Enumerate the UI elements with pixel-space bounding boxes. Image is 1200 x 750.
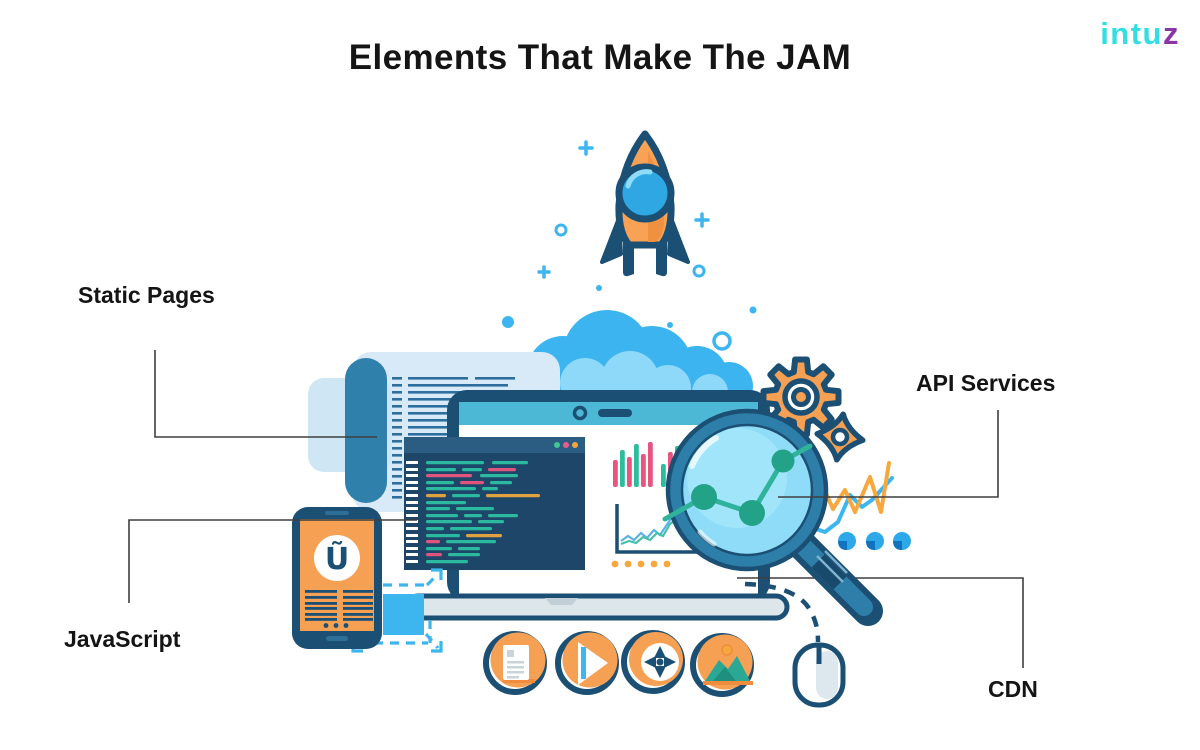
code-lines xyxy=(426,461,540,564)
rocket-icon xyxy=(600,130,690,277)
label-static-pages: Static Pages xyxy=(78,282,215,308)
label-api-services: API Services xyxy=(916,370,1056,396)
label-javascript: JavaScript xyxy=(64,626,181,652)
mouse-icon xyxy=(744,581,846,708)
page-title: Elements That Make The JAM xyxy=(348,38,852,77)
brand-logo-main: intu xyxy=(1100,16,1163,51)
smartphone-icon: Ũ xyxy=(292,507,382,649)
magnifier-chart-icon xyxy=(662,408,883,626)
spinner-icon xyxy=(621,630,685,694)
connector-static-pages xyxy=(154,350,377,438)
gear-icon-large xyxy=(760,356,842,438)
connector-javascript xyxy=(128,519,417,603)
dot-row-decoration xyxy=(611,560,671,568)
image-icon xyxy=(690,633,754,697)
label-cdn: CDN xyxy=(988,676,1038,702)
pie-dots-icon xyxy=(838,532,911,550)
play-icon xyxy=(555,631,619,695)
connector-cdn xyxy=(737,577,1024,668)
phone-text-lines xyxy=(305,590,373,628)
laptop-base xyxy=(404,593,790,621)
brand-logo-accent: z xyxy=(1163,16,1180,51)
code-gutter xyxy=(406,461,418,563)
code-editor-icon xyxy=(404,437,585,570)
brand-logo: intuz xyxy=(1100,16,1180,52)
connector-api-services xyxy=(778,410,999,498)
laptop-camera-icon xyxy=(572,405,588,421)
svg-text:Ũ: Ũ xyxy=(325,540,349,577)
laptop-speaker-icon xyxy=(598,409,632,417)
resize-arrows-icon xyxy=(351,568,443,653)
file-icon xyxy=(483,631,547,695)
sparkle-decorations xyxy=(502,140,757,351)
node-graph xyxy=(662,443,813,526)
gear-icon-small xyxy=(814,411,866,463)
